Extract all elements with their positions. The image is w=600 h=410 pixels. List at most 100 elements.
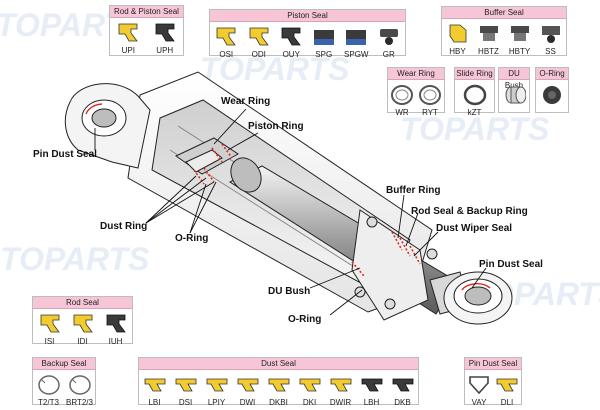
piston bbox=[175, 137, 239, 175]
leader-lines bbox=[94, 108, 487, 316]
front-gland bbox=[351, 209, 438, 321]
dark-wiper-icon bbox=[392, 378, 413, 392]
yellow-buffer-icon bbox=[449, 24, 466, 43]
seal-code: LPIY bbox=[207, 398, 226, 407]
seal-code: DSI bbox=[178, 398, 193, 407]
o-ring-icon bbox=[543, 86, 561, 104]
seal-code: LBH bbox=[363, 398, 380, 407]
seal-items: VAY DLI bbox=[465, 370, 521, 408]
seal-code: RYT bbox=[422, 108, 438, 117]
seal-items bbox=[499, 80, 529, 107]
seal-code: BRT2/3 bbox=[66, 398, 93, 407]
wear-ring-icon bbox=[419, 85, 441, 105]
seal-item: DSI bbox=[170, 370, 201, 408]
compact-seal-icon bbox=[346, 30, 367, 45]
rod-eye bbox=[429, 271, 513, 325]
seal-item: OSI bbox=[210, 22, 243, 60]
group-title: Dust Seal bbox=[139, 358, 418, 370]
group-title: Rod & Piston Seal bbox=[110, 6, 183, 18]
seal-code: ISI bbox=[44, 337, 55, 346]
yellow-wiper-icon bbox=[144, 378, 165, 392]
seal-item: RYT bbox=[416, 80, 444, 118]
seal-code: OSI bbox=[219, 50, 234, 59]
seal-code: IUH bbox=[108, 337, 123, 346]
yellow-lip-seal-icon bbox=[118, 23, 139, 42]
rear-clevis bbox=[64, 83, 151, 169]
backup-ring-icon bbox=[68, 375, 91, 395]
seal-code: DWI bbox=[239, 398, 256, 407]
seal-item: DLI bbox=[493, 370, 521, 408]
yellow-wiper-icon bbox=[206, 378, 227, 392]
seal-item: BRT2/3 bbox=[64, 370, 95, 408]
seal-code: SS bbox=[545, 47, 556, 56]
seal-item: VAY bbox=[465, 370, 493, 408]
seal-item: LBI bbox=[139, 370, 170, 408]
seal-item: OUY bbox=[275, 22, 308, 60]
seal-item: HBTY bbox=[504, 19, 535, 57]
seal-items bbox=[536, 80, 568, 107]
seal-items: kZT bbox=[455, 80, 494, 118]
seal-item: HBTZ bbox=[473, 19, 504, 57]
o-ring-box: O-Ring bbox=[535, 67, 569, 113]
seal-code: GR bbox=[382, 50, 395, 59]
seal-item: ODI bbox=[243, 22, 276, 60]
seal-item: IDI bbox=[66, 309, 99, 347]
seal-code: VAY bbox=[471, 398, 487, 407]
seal-code: OUY bbox=[282, 50, 300, 59]
glyd-ring-icon bbox=[379, 29, 398, 45]
group-title: Buffer Seal bbox=[442, 7, 566, 19]
seal-items: HBY HBTZ HBTY SS bbox=[442, 19, 566, 57]
yellow-wiper-icon bbox=[175, 378, 196, 392]
seal-item bbox=[499, 80, 529, 107]
seal-item: ISI bbox=[33, 309, 66, 347]
seal-item: SS bbox=[535, 19, 566, 57]
callout-pin-dust-seal-left: Pin Dust Seal bbox=[33, 149, 97, 160]
watermark: TOPARTS bbox=[0, 241, 150, 277]
callout-o-ring-bottom: O-Ring bbox=[288, 314, 322, 325]
yellow-lip-seal-icon bbox=[216, 27, 237, 46]
step-seal-icon bbox=[541, 26, 560, 43]
backup-ring-icon bbox=[37, 375, 60, 395]
seal-item: UPH bbox=[147, 18, 184, 56]
yellow-wiper-icon bbox=[496, 378, 518, 392]
watermark: TOPARTS bbox=[200, 51, 350, 87]
yellow-wiper-icon bbox=[268, 378, 289, 392]
group-title: Rod Seal bbox=[33, 297, 132, 309]
seal-item: SPGW bbox=[340, 22, 373, 60]
slide-ring-icon bbox=[463, 84, 486, 106]
callout-rod-seal-backup-ring: Rod Seal & Backup Ring bbox=[411, 206, 528, 217]
dark-lip-seal-icon bbox=[281, 27, 302, 46]
group-title: DU Bush bbox=[499, 68, 529, 90]
callout-pin-dust-seal-right: Pin Dust Seal bbox=[479, 259, 543, 270]
callout-dust-ring: Dust Ring bbox=[100, 221, 148, 232]
group-title: Piston Seal bbox=[210, 10, 405, 22]
seal-code: HBTY bbox=[508, 47, 531, 56]
seal-item: HBY bbox=[442, 19, 473, 57]
buffer-ring-icon bbox=[479, 26, 498, 41]
group-title: O-Ring bbox=[536, 68, 568, 80]
seal-item: IUH bbox=[99, 309, 132, 347]
yellow-lip-seal-icon bbox=[249, 27, 269, 46]
seal-code: LBI bbox=[148, 398, 161, 407]
buffer-ring-icon bbox=[510, 26, 529, 41]
seal-item: LPIY bbox=[201, 370, 232, 408]
seal-item: GR bbox=[373, 22, 406, 60]
yellow-wiper-icon bbox=[330, 378, 351, 392]
seal-code: SPG bbox=[315, 50, 333, 59]
callout-buffer-ring: Buffer Ring bbox=[386, 185, 441, 196]
dark-lip-seal-icon bbox=[106, 314, 126, 333]
seal-code: ODI bbox=[251, 50, 266, 59]
seal-code: UPH bbox=[156, 46, 174, 55]
du-bush-box: DU Bush bbox=[498, 67, 530, 113]
callout-wear-ring: Wear Ring bbox=[221, 96, 271, 107]
yellow-wiper-icon bbox=[299, 378, 320, 392]
seal-code: HBTZ bbox=[478, 47, 499, 56]
